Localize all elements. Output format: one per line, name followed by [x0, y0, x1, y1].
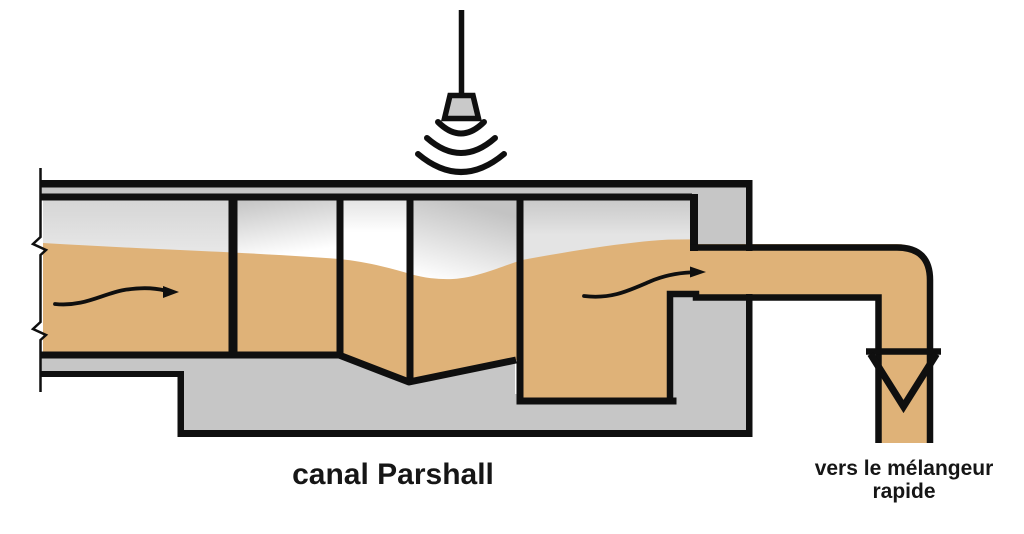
outlet-block-edge-line [690, 194, 698, 251]
flume-wall-3 [406, 196, 414, 383]
throat-floor-slope [337, 351, 517, 386]
flow-arrow-head-right [690, 266, 706, 278]
ultrasound-wave-arcs-icon [415, 119, 507, 175]
flume-wall-4 [516, 196, 524, 402]
outlet-pipe-bottom-line [666, 290, 882, 443]
top-cover-inner-line [40, 193, 692, 201]
water-body [43, 239, 930, 443]
right-wall-lower-line [746, 294, 753, 437]
outlet-pipe-top-line [690, 244, 934, 443]
flow-direction-arrow-icon [582, 270, 693, 299]
flume-wall-1 [228, 196, 238, 358]
flume-wall-2 [336, 196, 344, 357]
top-cover-outer-line [40, 180, 753, 188]
outlet-label-line1: vers le mélangeur [815, 457, 994, 480]
funnel-outlet-symbol-v [867, 352, 940, 414]
outlet-label-line2: rapide [872, 480, 935, 503]
flume-caption: canal Parshall [292, 458, 494, 491]
flow-direction-arrow-icon [53, 286, 167, 307]
basin-floor-line [516, 397, 677, 405]
left-underfloor-line [40, 371, 184, 377]
base-step-line [177, 371, 184, 437]
base-bottom-line [177, 430, 753, 437]
channel-floor-line [40, 351, 342, 359]
ultrasonic-level-sensor-icon [441, 92, 482, 122]
right-wall-upper-line [746, 183, 753, 251]
flow-arrow-head-left [163, 286, 179, 298]
outlet-wall-block [690, 185, 752, 249]
channel-break-mark-icon [30, 168, 49, 392]
